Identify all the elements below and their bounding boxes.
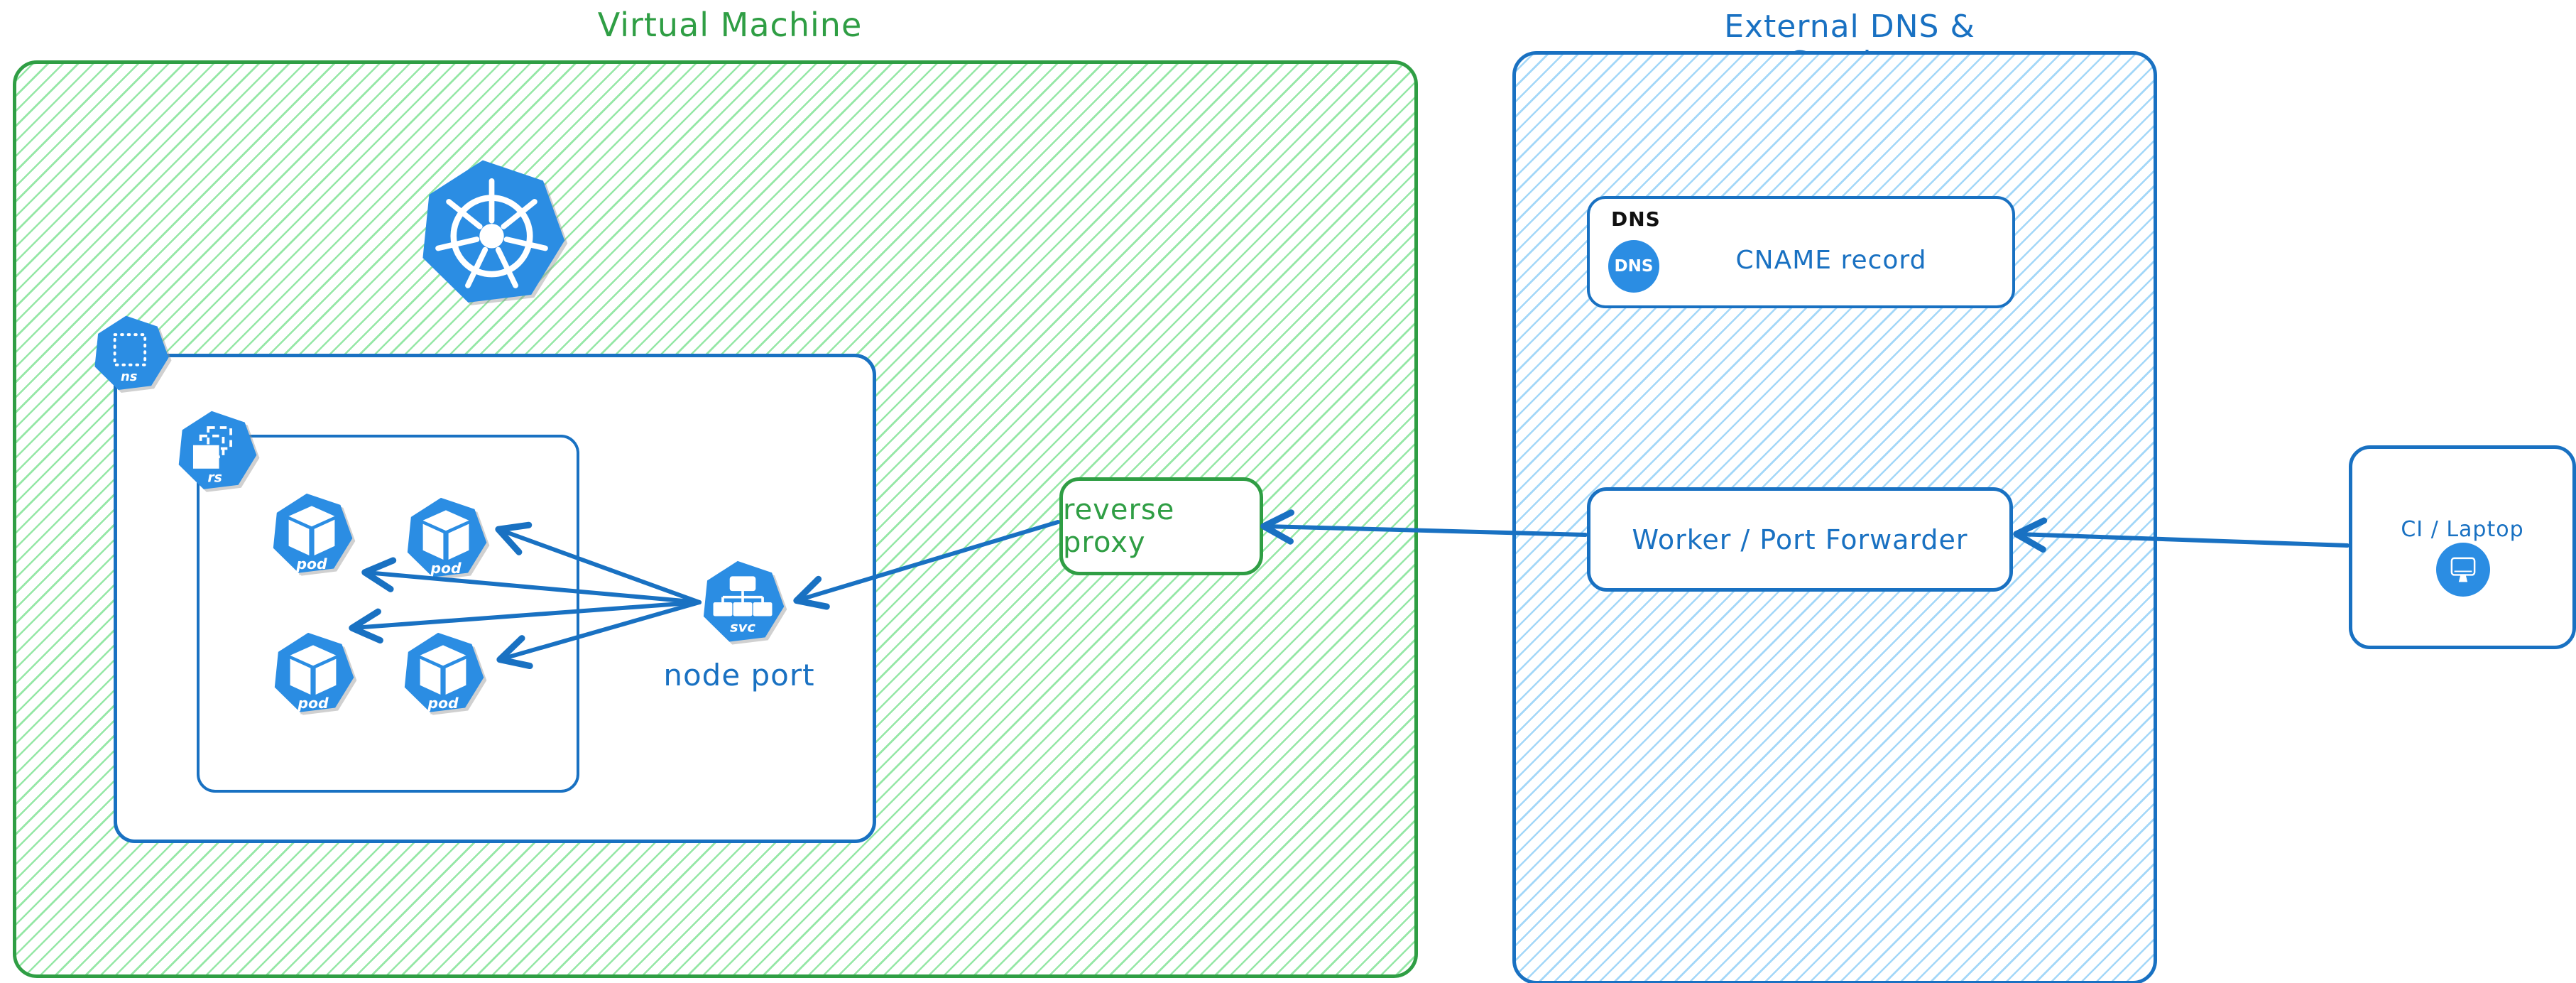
reverse-proxy-label: reverse proxy [1063, 494, 1175, 559]
ci-laptop-box: CI / Laptop [2349, 445, 2576, 649]
pod-icon: pod [400, 628, 486, 719]
pod-icon: pod [403, 493, 489, 584]
monitor-icon [2436, 543, 2490, 597]
svc-icon-label: svc [730, 619, 755, 635]
cname-record-label: CNAME record [1735, 246, 1927, 275]
worker-port-forwarder-box: Worker / Port Forwarder [1587, 487, 2013, 592]
reverse-proxy-box: reverse proxy [1059, 477, 1263, 575]
dns-record-card: DNS DNS CNAME record [1587, 196, 2015, 308]
service-icon: svc [699, 558, 786, 647]
ns-icon-label: ns [121, 369, 138, 384]
pod-icon-label: pod [295, 555, 327, 572]
pod-icon: pod [269, 489, 354, 580]
namespace-icon: ns [91, 307, 170, 401]
pod-icon-label: pod [427, 695, 459, 712]
rs-icon-label: rs [207, 470, 222, 486]
ci-laptop-label: CI / Laptop [2401, 517, 2524, 542]
worker-port-forwarder-label: Worker / Port Forwarder [1632, 523, 1968, 555]
dns-icon-label: DNS [1614, 257, 1654, 276]
pod-icon: pod [271, 628, 356, 719]
dns-card-header: DNS [1611, 207, 1661, 231]
pod-icon-label: pod [297, 695, 329, 712]
replicaset-icon: rs [175, 401, 258, 501]
pod-icon-label: pod [430, 560, 462, 577]
kubernetes-logo-icon [415, 148, 568, 318]
dns-icon: DNS [1608, 240, 1659, 293]
node-port-label: node port [663, 658, 815, 693]
virtual-machine-title: Virtual Machine [597, 6, 863, 44]
